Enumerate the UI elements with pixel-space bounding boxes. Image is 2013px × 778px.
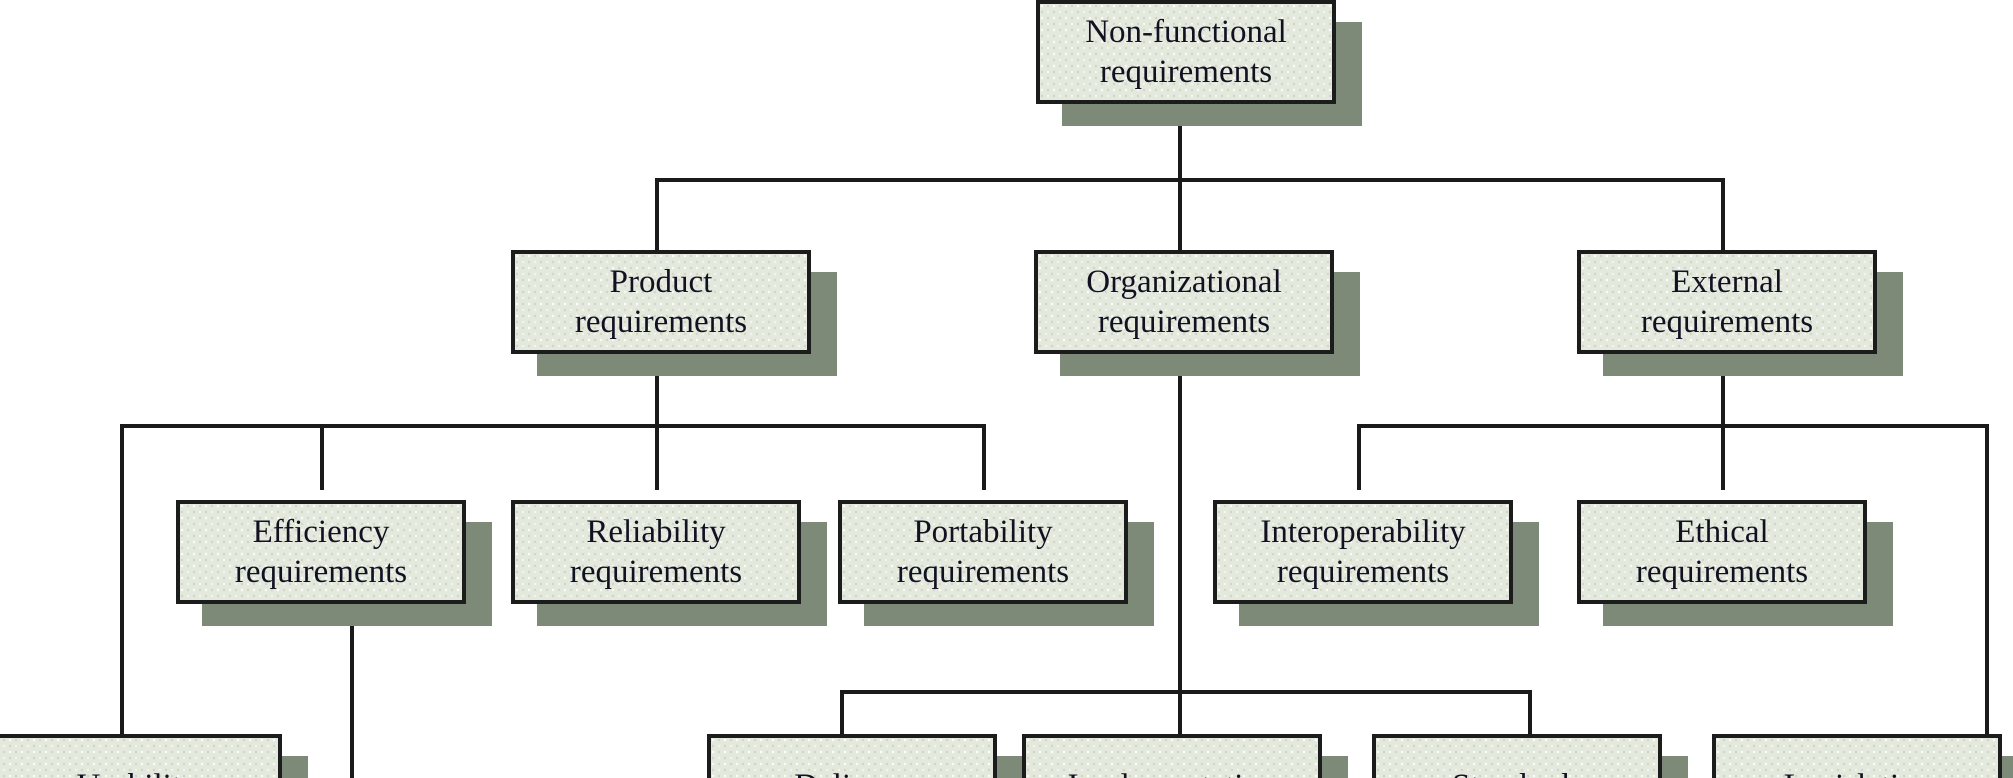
node-label: External requirements [1640, 263, 1814, 340]
node-organizational-requirements[interactable]: Organizational requirements [1034, 250, 1334, 354]
node-label: Delivery [788, 766, 915, 778]
edge-to-ethical [1721, 424, 1725, 490]
node-label: Efficiency requirements [234, 513, 408, 590]
edge-to-implementation [1178, 690, 1182, 738]
edge-product-bus [120, 424, 986, 428]
edge-to-external [1721, 178, 1725, 250]
edge-product-stem [655, 352, 659, 426]
edge-to-efficiency [320, 424, 324, 490]
edge-organizational-stem [1178, 352, 1182, 692]
edge-to-reliability [655, 424, 659, 490]
node-standards[interactable]: Standards [1372, 734, 1662, 778]
node-efficiency-requirements[interactable]: Efficiency requirements [176, 500, 466, 604]
edge-organizational-bus [840, 690, 1532, 694]
node-interoperability-requirements[interactable]: Interoperability requirements [1213, 500, 1513, 604]
edge-to-interoperability [1357, 424, 1361, 490]
node-label: Usability [71, 766, 204, 778]
edge-external-stem [1721, 352, 1725, 426]
node-label: Reliability requirements [569, 513, 743, 590]
edge-to-product [655, 178, 659, 250]
edge-to-standards [1528, 690, 1532, 738]
node-label: Ethical requirements [1635, 513, 1809, 590]
edge-to-usability [120, 424, 124, 734]
node-label: Product requirements [574, 263, 748, 340]
edge-level1-bus [655, 178, 1725, 182]
edge-to-delivery [840, 690, 844, 738]
edge-efficiency-descender [350, 604, 354, 778]
node-label: Portability requirements [896, 513, 1070, 590]
edge-to-organizational [1178, 178, 1182, 250]
node-usability[interactable]: Usability [0, 734, 282, 778]
node-non-functional-requirements[interactable]: Non-functional requirements [1036, 0, 1336, 104]
edge-to-portability [982, 424, 986, 490]
node-delivery[interactable]: Delivery [707, 734, 997, 778]
node-ethical-requirements[interactable]: Ethical requirements [1577, 500, 1867, 604]
node-label: Legislative [1778, 766, 1937, 778]
node-label: Standards [1446, 766, 1588, 778]
node-label: Organizational requirements [1086, 263, 1282, 340]
node-external-requirements[interactable]: External requirements [1577, 250, 1877, 354]
edge-external-bus [1357, 424, 1989, 428]
node-product-requirements[interactable]: Product requirements [511, 250, 811, 354]
node-legislative[interactable]: Legislative [1712, 734, 2002, 778]
node-label: Implementation [1062, 766, 1283, 778]
node-implementation[interactable]: Implementation [1022, 734, 1322, 778]
node-portability-requirements[interactable]: Portability requirements [838, 500, 1128, 604]
edge-to-legislative [1985, 424, 1989, 738]
edge-root-stem [1178, 100, 1182, 180]
node-label: Interoperability requirements [1260, 513, 1466, 590]
node-reliability-requirements[interactable]: Reliability requirements [511, 500, 801, 604]
node-label: Non-functional requirements [1085, 13, 1287, 90]
